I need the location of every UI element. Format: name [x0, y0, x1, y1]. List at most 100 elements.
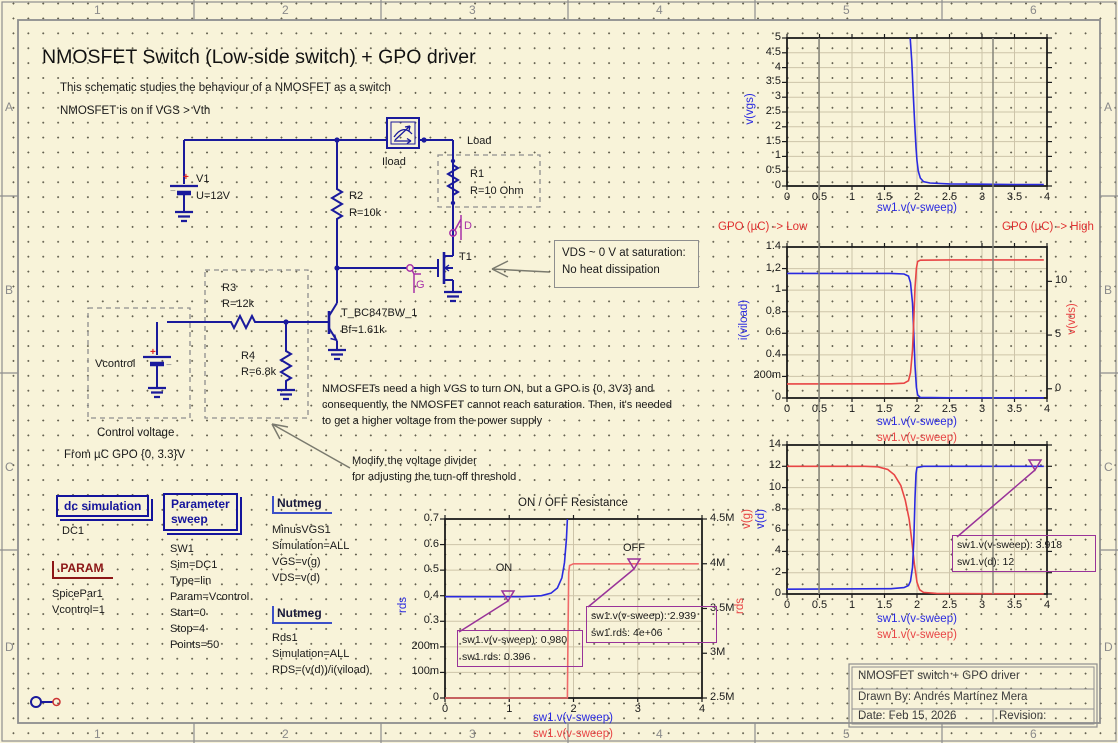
r1-value[interactable]: R=10 Ohm: [470, 185, 524, 197]
spice-param-value[interactable]: Vcontrol=1: [52, 604, 105, 616]
nutmeg2-rds[interactable]: RDS=(v(d))/i(viload): [272, 664, 370, 676]
vcontrol-dc-source[interactable]: [143, 355, 171, 367]
sweep-stop[interactable]: Stop=4: [170, 623, 206, 635]
x-tick-label: 1.5: [876, 403, 893, 415]
marker-on-line2: sw1.rds: 0.396: [462, 650, 531, 663]
nutmeg1-vgs[interactable]: VGS=v(g): [272, 556, 321, 568]
r1-label[interactable]: R1: [470, 168, 485, 180]
y-tick-label: 1.2: [765, 261, 781, 274]
sweep-sim[interactable]: Sim=DC1: [170, 559, 218, 571]
right-y-tick-label: 2.5M: [710, 691, 735, 703]
bjt-label[interactable]: T_BC847BW_1: [341, 307, 418, 319]
y-tick-label: 5: [774, 31, 781, 43]
region-divider-lines[interactable]: [818, 38, 994, 594]
trace-v(d)[interactable]: [786, 465, 1044, 591]
marker-off-line1: sw1.v(v-sweep): 2.939: [591, 610, 697, 622]
x-tick-label: 2: [570, 703, 577, 715]
x-tick-label: 0.5: [811, 191, 828, 203]
ruler-column-top: 6: [1030, 3, 1037, 17]
bjt-bc847[interactable]: [327, 311, 337, 341]
dc-simulation-block[interactable]: dc simulation: [56, 495, 154, 521]
vcontrol-dashed-box[interactable]: [87, 307, 191, 419]
sweep-start[interactable]: Start=0: [170, 607, 206, 619]
sweep-name[interactable]: SW1: [170, 543, 194, 555]
y-tick-label: 0: [774, 587, 781, 599]
marker-off-box[interactable]: sw1.v(v-sweep): 2.939 sw1.rds: 4e+06: [586, 606, 717, 643]
resistor-r1[interactable]: [446, 162, 460, 203]
gpo-high-label: GPO (µC) -> High: [1002, 221, 1094, 233]
y-tick-label: 100m: [411, 665, 439, 678]
vcontrol-label[interactable]: Vcontrol: [95, 358, 136, 370]
spice-param-name[interactable]: SpicePar1: [52, 588, 103, 600]
v1-minus-sign: −: [170, 186, 176, 197]
chart-markers[interactable]: [458, 459, 1043, 633]
y-axis-label: i(viload): [738, 299, 750, 341]
v1-label[interactable]: V1: [196, 173, 210, 185]
ammeter-label[interactable]: Iload: [382, 156, 406, 168]
marker-on-box[interactable]: sw1.v(v-sweep): 0.980 sw1.rds: 0.396: [457, 630, 583, 667]
r4-value[interactable]: R=6.8k: [241, 366, 277, 378]
y-axis-label: rds: [397, 597, 409, 613]
x-axis-label: sw1.v(v-sweep): [877, 202, 957, 214]
resistor-r4[interactable]: [279, 348, 293, 384]
t1-label[interactable]: T1: [459, 251, 472, 263]
right-y-tick-label: 4.5M: [710, 512, 735, 524]
trace-rds (on)[interactable]: [445, 518, 569, 598]
r3-value[interactable]: R=12k: [222, 298, 255, 310]
resistor-r2[interactable]: [330, 186, 344, 222]
x-axis-label: sw1.v(v-sweep): [877, 432, 957, 444]
node-g-label[interactable]: G: [416, 279, 425, 291]
right-y-axis-label: v(vds): [1066, 303, 1078, 335]
dc-simulation-name[interactable]: DC1: [62, 525, 85, 537]
y-tick-label: 2.5: [765, 105, 781, 117]
right-y-tick-label: 3M: [710, 646, 726, 659]
sweep-type[interactable]: Type=lin: [170, 575, 212, 587]
load-dashed-box[interactable]: [437, 154, 541, 208]
r2-value[interactable]: R=10k: [349, 207, 382, 219]
x-tick-label: 1: [506, 703, 513, 715]
v1-value[interactable]: U=12V: [196, 190, 230, 202]
trace-v(vds)[interactable]: [786, 259, 1044, 385]
sweep-points[interactable]: Points=50: [170, 639, 220, 651]
nutmeg1-vds[interactable]: VDS=v(d): [272, 572, 320, 584]
node-d-label[interactable]: D: [464, 220, 472, 232]
r2-label[interactable]: R2: [349, 190, 364, 202]
r3-label[interactable]: R3: [222, 282, 237, 294]
trace-v(vgs)[interactable]: [909, 37, 1044, 186]
ammeter-iload[interactable]: [386, 117, 420, 149]
wires[interactable]: [156, 139, 454, 390]
trace-rds (off)[interactable]: [445, 562, 699, 699]
spice-param-block[interactable]: .PARAM: [52, 561, 114, 579]
r4-label[interactable]: R4: [241, 350, 256, 362]
sweep-param[interactable]: Param=Vcontrol: [170, 591, 250, 603]
chart-layer[interactable]: [440, 34, 1052, 702]
bjt-value[interactable]: Bf=1.61k: [341, 324, 385, 336]
v1-dc-source[interactable]: [170, 184, 198, 196]
right-y-tick-label: 5: [1055, 328, 1062, 341]
trace-v(g)[interactable]: [787, 465, 1044, 595]
x-tick-label: 1: [848, 599, 856, 611]
marker-vd-box[interactable]: sw1.v(v-sweep): 3.918 sw1.v(d): 12: [952, 535, 1096, 572]
nutmeg1-name[interactable]: MinusVGS1: [272, 524, 331, 536]
nutmeg2-name[interactable]: Rds1: [272, 632, 298, 644]
divider-dashed-box[interactable]: [204, 269, 309, 419]
nmosfet-t1[interactable]: [437, 252, 450, 284]
sweep-title-line2: sweep: [171, 512, 208, 526]
resistor-r3[interactable]: [228, 313, 258, 331]
nutmeg1-sim[interactable]: Simulation=ALL: [272, 540, 350, 552]
nutmeg2-block[interactable]: Nutmeg: [272, 606, 332, 624]
chart-title: ON / OFF Resistance: [518, 497, 628, 509]
nutmeg1-block[interactable]: Nutmeg: [272, 496, 332, 514]
node-tap-d[interactable]: [449, 215, 462, 240]
node-tap-g[interactable]: [406, 264, 421, 293]
y-tick-label: 6: [774, 523, 781, 536]
marker-vd-line2: sw1.v(d): 12: [957, 555, 1015, 568]
titleblock-revision: Revision:: [999, 710, 1047, 722]
port-icon[interactable]: [30, 696, 61, 708]
y-tick-label: 0.3: [423, 614, 439, 627]
marker-off-line2: sw1.rds: 4e+06: [591, 626, 663, 639]
nutmeg2-sim[interactable]: Simulation=ALL: [272, 648, 350, 660]
ruler-row-left: B: [5, 283, 14, 297]
x-tick-label: 3: [978, 599, 986, 611]
